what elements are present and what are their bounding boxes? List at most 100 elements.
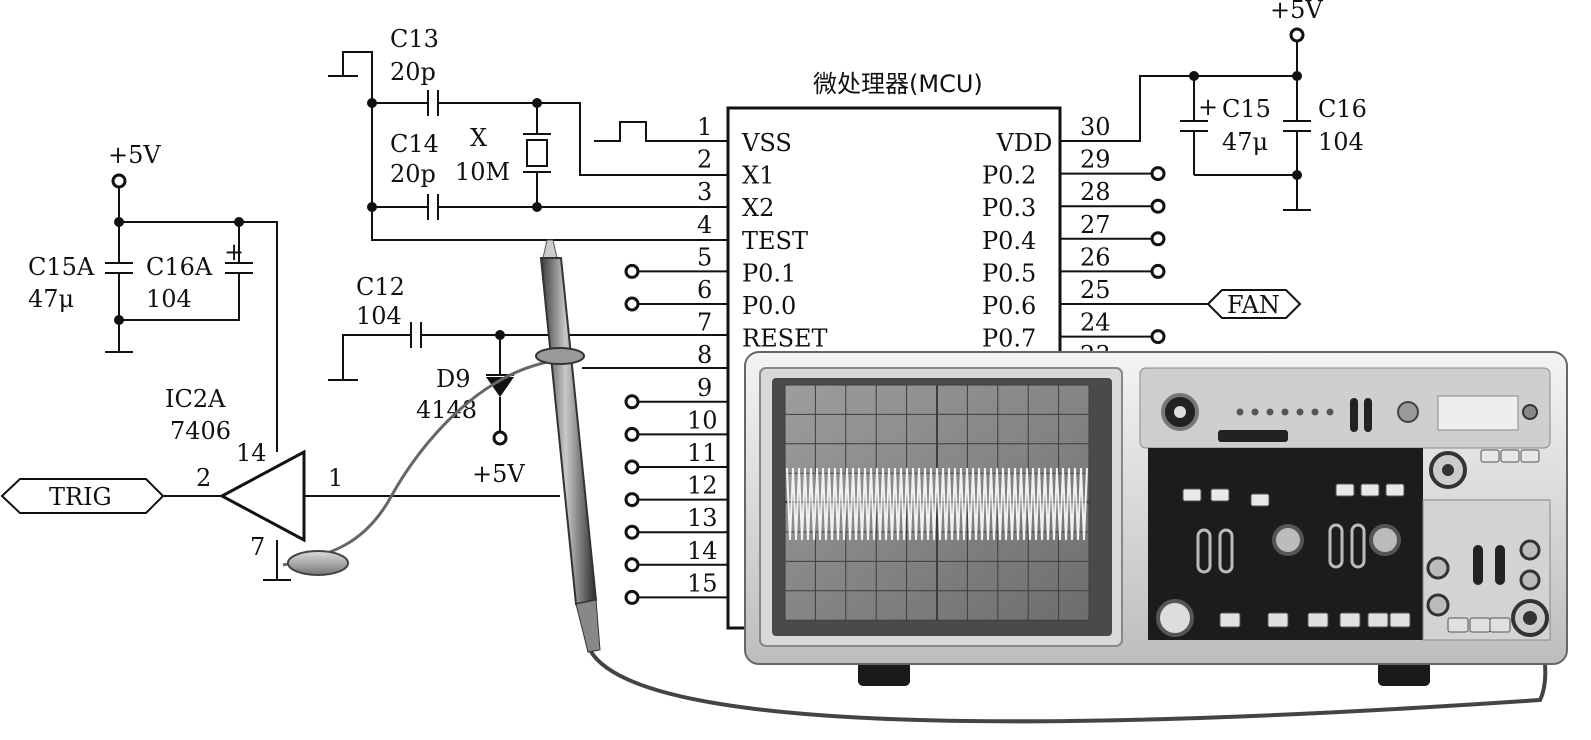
scope-button[interactable]	[1339, 612, 1361, 628]
mcu-pin-terminal	[624, 492, 640, 508]
mcu-pin-name: P0.4	[982, 227, 1036, 255]
c15-value: 47μ	[1222, 128, 1268, 156]
ground-symbol	[328, 51, 373, 103]
scope-button[interactable]	[1367, 612, 1389, 628]
mcu-pin-number: 28	[1080, 178, 1111, 206]
mcu-pin-number: 24	[1080, 309, 1111, 337]
scope-button[interactable]	[1335, 483, 1355, 497]
crystal-value: 10M	[455, 158, 510, 186]
vdd-supply-label: +5V	[1270, 0, 1323, 24]
mcu-pin-terminal	[1150, 329, 1166, 345]
scope-button[interactable]	[1210, 488, 1230, 502]
ic2a-buffer: IC2A 7406 14 2 1 7	[160, 385, 560, 581]
scope-button[interactable]	[1389, 612, 1411, 628]
c16a-ref: C16A	[146, 253, 213, 281]
vdd-supply-terminal	[1289, 27, 1305, 43]
ic2a-pin-vcc: 14	[236, 439, 267, 467]
mcu-pin-number: 9	[697, 374, 712, 402]
probe-body-icon[interactable]	[539, 257, 598, 606]
scope-button[interactable]	[1360, 483, 1380, 497]
mcu-pin-terminal	[624, 459, 640, 475]
c12-ref: C12	[356, 273, 405, 301]
ic2a-value: 7406	[170, 417, 231, 445]
mcu-pin-number: 1	[697, 113, 712, 141]
mcu-pin-terminal	[624, 589, 640, 605]
mcu-pin-terminal	[624, 557, 640, 573]
mcu-pin-number: 12	[687, 472, 718, 500]
scope-button[interactable]	[1219, 612, 1241, 628]
mcu-pin-terminal	[1150, 263, 1166, 279]
c15-plus: +	[1198, 93, 1218, 121]
reset-circuit: C12 104 D9 4148 +5V	[328, 273, 728, 488]
ic2a-pin-gnd: 7	[250, 533, 265, 561]
mcu-pin-number: 6	[697, 276, 712, 304]
c13-ref: C13	[390, 25, 439, 53]
scope-button[interactable]	[1469, 617, 1491, 633]
scope-knob-icon[interactable]	[1156, 599, 1194, 637]
mcu-pin-number: 26	[1080, 243, 1111, 271]
c12-value: 104	[356, 302, 402, 330]
mcu-pin-number: 11	[687, 439, 718, 467]
mcu-pin-name: P0.1	[742, 259, 796, 287]
mcu-pin-name: P0.0	[742, 292, 796, 320]
d9-ref: D9	[436, 365, 471, 393]
mcu-pin-number: 13	[687, 504, 718, 532]
ic2a-pin-in: 2	[196, 464, 211, 492]
mcu-pin-name: P0.3	[982, 194, 1036, 222]
c13-value: 20p	[390, 58, 436, 86]
c16a-value: 104	[146, 285, 192, 313]
mcu-pin-terminal	[624, 263, 640, 279]
fan-label: FAN	[1227, 291, 1280, 319]
scope-button[interactable]	[1267, 612, 1289, 628]
mcu-pin-number: 25	[1080, 276, 1111, 304]
mcu-pin-number: 5	[697, 243, 712, 271]
scope-button[interactable]	[1447, 617, 1469, 633]
ground-clip-icon[interactable]	[287, 550, 349, 576]
scope-button[interactable]	[1307, 612, 1329, 628]
ic2a-ref: IC2A	[165, 385, 226, 413]
scope-knob-icon[interactable]	[1272, 524, 1304, 556]
mcu-pin-name: VDD	[996, 129, 1053, 157]
mcu-title: 微处理器(MCU)	[813, 70, 983, 98]
mcu-pin-name: TEST	[742, 227, 808, 255]
c15a-value: 47μ	[28, 285, 74, 313]
ic-decoupling: +5V C15A 47μ + C16A 104	[28, 141, 278, 452]
oscilloscope	[588, 351, 1568, 724]
left-supply-terminal	[111, 173, 127, 189]
mcu-pin-name: X1	[742, 162, 774, 190]
mcu-pin-number: 10	[687, 406, 718, 434]
trig-label: TRIG	[49, 483, 112, 511]
scope-button[interactable]	[1520, 449, 1540, 463]
mcu-pin-name: P0.7	[982, 325, 1036, 353]
mcu-pin-number: 7	[697, 309, 712, 337]
scope-button[interactable]	[1500, 449, 1520, 463]
mcu-pin-number: 14	[687, 537, 718, 565]
scope-button[interactable]	[1182, 488, 1202, 502]
mcu-pin-terminal	[624, 296, 640, 312]
probe-cable	[588, 620, 1548, 724]
scope-waveform	[786, 467, 1088, 541]
c14-ref: C14	[390, 130, 439, 158]
scope-button[interactable]	[1480, 449, 1500, 463]
c14-value: 20p	[390, 160, 436, 188]
scope-button[interactable]	[1489, 617, 1511, 633]
scope-button[interactable]	[1385, 483, 1405, 497]
mcu-pin-number: 3	[697, 178, 712, 206]
mcu-pin-terminal	[624, 426, 640, 442]
scope-knob-icon[interactable]	[1369, 524, 1401, 556]
mcu-pin-number: 29	[1080, 146, 1111, 174]
mcu-pin-terminal	[1150, 166, 1166, 182]
mcu-pin-name: P0.5	[982, 259, 1036, 287]
trig-signal-tag: TRIG	[0, 478, 165, 514]
crystal-ref: X	[470, 124, 487, 152]
scope-button[interactable]	[1250, 493, 1270, 507]
mcu-pin-name: P0.6	[982, 292, 1036, 320]
probe	[282, 239, 601, 653]
ic2a-pin-out: 1	[328, 464, 343, 492]
mcu-pin-terminal	[1150, 198, 1166, 214]
mcu-pin-number: 30	[1080, 113, 1111, 141]
mcu-pin-number: 4	[697, 211, 712, 239]
mcu-pin-name: RESET	[742, 325, 828, 353]
c16-ref: C16	[1318, 95, 1367, 123]
